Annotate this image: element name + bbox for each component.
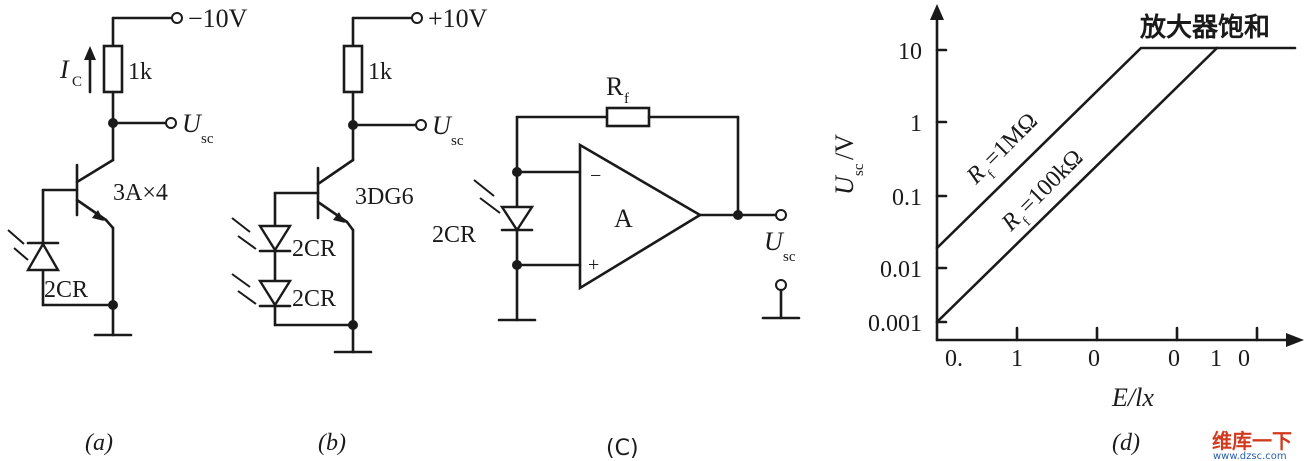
photodiode-b2-label: 2CR [292, 286, 336, 312]
y-axis-title: U sc /V [830, 134, 867, 195]
curve-2-label: R f =100kΩ [996, 145, 1089, 237]
op-amp-minus: − [590, 165, 601, 187]
y-axis-title-unit: /V [830, 134, 859, 160]
node-b-bottom [348, 320, 358, 330]
y-axis-title-main: U [830, 174, 859, 195]
transistor-b-collector [316, 158, 355, 186]
saturation-label: 放大器饱和 [1139, 12, 1270, 43]
output-c-sub: sc [783, 249, 796, 265]
resistor-b [342, 44, 364, 94]
light-ray-b1 [231, 217, 251, 233]
circuit-b: +10V 1k U sc 3DG6 2CR 2CR (b) [231, 4, 488, 456]
terminal-c-out [775, 209, 787, 221]
curve-100kohm [935, 46, 1219, 324]
supply-b-label: +10V [428, 4, 488, 33]
output-a-sub: sc [201, 131, 214, 147]
feedback-sub: f [624, 91, 629, 107]
output-b-label: U [432, 111, 453, 140]
node-c-plus [512, 260, 522, 270]
terminal-a-out [165, 117, 177, 129]
x-label-2: 0 [1088, 346, 1100, 372]
y-label-0.01: 0.01 [880, 257, 922, 283]
transistor-a-label: 3A×4 [113, 180, 168, 206]
caption-a: (a) [85, 430, 113, 456]
photodiode-a-label: 2CR [44, 277, 88, 303]
node-c-out [733, 210, 743, 220]
watermark-text: 维库一下 [1212, 429, 1292, 453]
light-ray-a1 [7, 229, 25, 245]
curve-1-value: =1MΩ [979, 108, 1043, 172]
wire-b-emit [345, 220, 355, 232]
feedback-label: R [606, 72, 624, 101]
current-a-sub: C [72, 74, 82, 90]
x-axis-title: E/lx [1111, 383, 1154, 412]
photodiode-c [499, 205, 535, 233]
terminal-c-gnd [775, 279, 787, 291]
light-ray-c1 [473, 179, 495, 197]
y-axis-arrow [930, 4, 944, 20]
light-ray-a2 [13, 247, 29, 261]
x-label-4: 1 [1210, 346, 1222, 372]
output-a-label: U [182, 109, 203, 138]
terminal-b-out [415, 119, 427, 131]
op-amp-plus: + [588, 254, 599, 276]
caption-c: (C) [606, 436, 639, 461]
light-ray-b2 [237, 235, 257, 250]
op-amp-label: A [614, 204, 633, 233]
caption-b: (b) [318, 430, 346, 456]
resistor-a-label: 1k [128, 59, 152, 85]
transistor-b-arrow [333, 212, 345, 223]
op-amp [578, 142, 703, 291]
transistor-a-collector [75, 158, 115, 184]
output-b-sub: sc [451, 133, 464, 149]
y-label-1: 1 [910, 111, 922, 137]
light-ray-b4 [237, 290, 257, 305]
x-axis-arrow [1286, 333, 1304, 347]
y-label-10: 10 [898, 39, 922, 65]
wire-a-emit [104, 218, 115, 230]
caption-d: (d) [1112, 430, 1140, 456]
photodiode-a [25, 241, 61, 272]
node-c-minus [512, 167, 522, 177]
curve-2-value: =100kΩ [1014, 145, 1089, 220]
photodiode-b2 [257, 279, 293, 308]
photodiode-b1 [257, 224, 293, 253]
watermark-url: www.dzsc.com [1213, 451, 1287, 461]
transistor-b-label: 3DG6 [355, 184, 414, 210]
circuit-a: −10V 1k I C U sc 3A×4 2CR (a) [7, 4, 248, 456]
y-label-0.1: 0.1 [892, 185, 922, 211]
light-ray-c2 [479, 197, 501, 214]
x-label-1: 1 [1011, 346, 1023, 372]
resistor-a [102, 44, 124, 94]
terminal-b-supply [411, 12, 423, 24]
watermark: 维库一下 www.dzsc.com [1212, 429, 1292, 461]
resistor-b-label: 1k [368, 59, 392, 85]
x-label-3: 0 [1168, 346, 1180, 372]
y-axis-title-sub: sc [851, 163, 867, 176]
current-a-label: I [59, 55, 70, 84]
photodiode-c-label: 2CR [432, 222, 476, 248]
x-label-5: 0 [1238, 346, 1250, 372]
y-label-0.001: 0.001 [868, 311, 922, 337]
output-c-label: U [764, 227, 785, 256]
curve-1-r: R [961, 160, 991, 190]
light-ray-b3 [231, 273, 251, 288]
x-label-0: 0. [945, 346, 963, 372]
curve-1mohm [935, 46, 1297, 250]
photodiode-b1-label: 2CR [292, 236, 336, 262]
circuit-c: R f A − + 2CR U sc (C) [432, 72, 801, 461]
terminal-a-supply [171, 12, 183, 24]
current-arrow-head-a [84, 46, 96, 60]
supply-a-label: −10V [188, 4, 248, 33]
graph-d: 10 1 0.1 0.01 0.001 0. 1 0 0 1 0 E/lx U … [830, 4, 1304, 456]
transistor-a-arrow [92, 210, 104, 221]
curve-2-r: R [996, 207, 1026, 237]
resistor-c-feedback [605, 106, 651, 128]
